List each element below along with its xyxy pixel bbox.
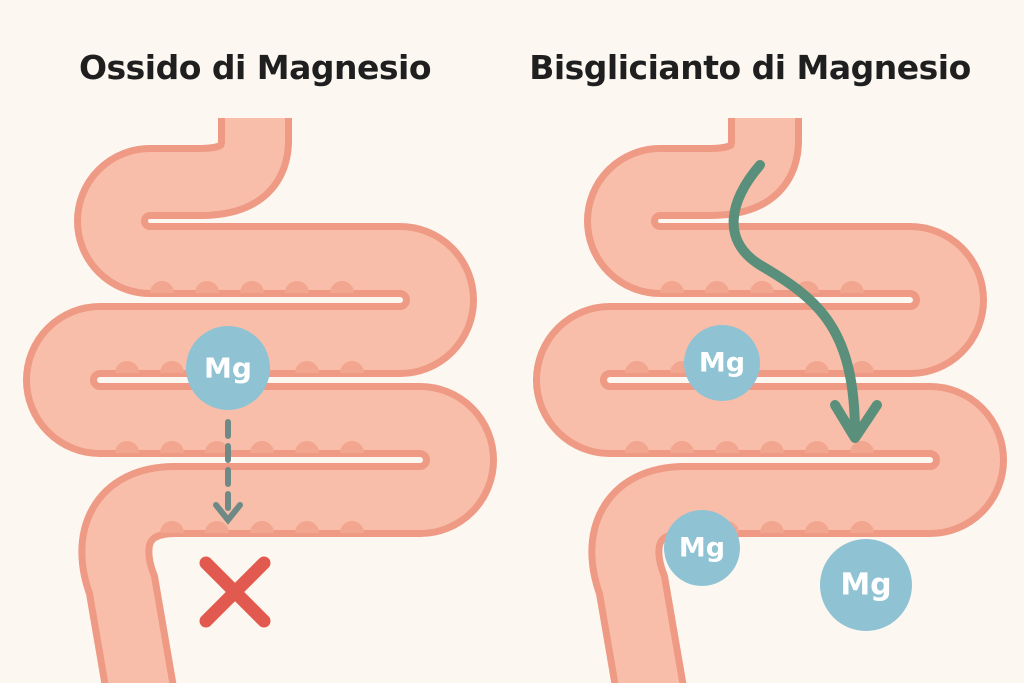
green-absorption-arrow-icon <box>728 160 882 443</box>
svg-text:Mg: Mg <box>204 352 252 385</box>
svg-text:Mg: Mg <box>840 568 891 603</box>
left-intestine <box>60 118 460 683</box>
left-title: Ossido di Magnesio <box>78 48 432 87</box>
svg-text:Mg: Mg <box>679 533 725 564</box>
right-title: Bisglicianto di Magnesio <box>529 48 971 87</box>
right-mg-ion: Mg <box>664 510 740 586</box>
dashed-arrow-down-icon <box>213 419 243 525</box>
left-mg-ion: Mg <box>186 326 270 410</box>
cross-icon <box>199 556 271 628</box>
svg-text:Mg: Mg <box>699 348 745 379</box>
right-mg-ion: Mg <box>820 539 912 631</box>
right-mg-ion: Mg <box>684 325 760 401</box>
